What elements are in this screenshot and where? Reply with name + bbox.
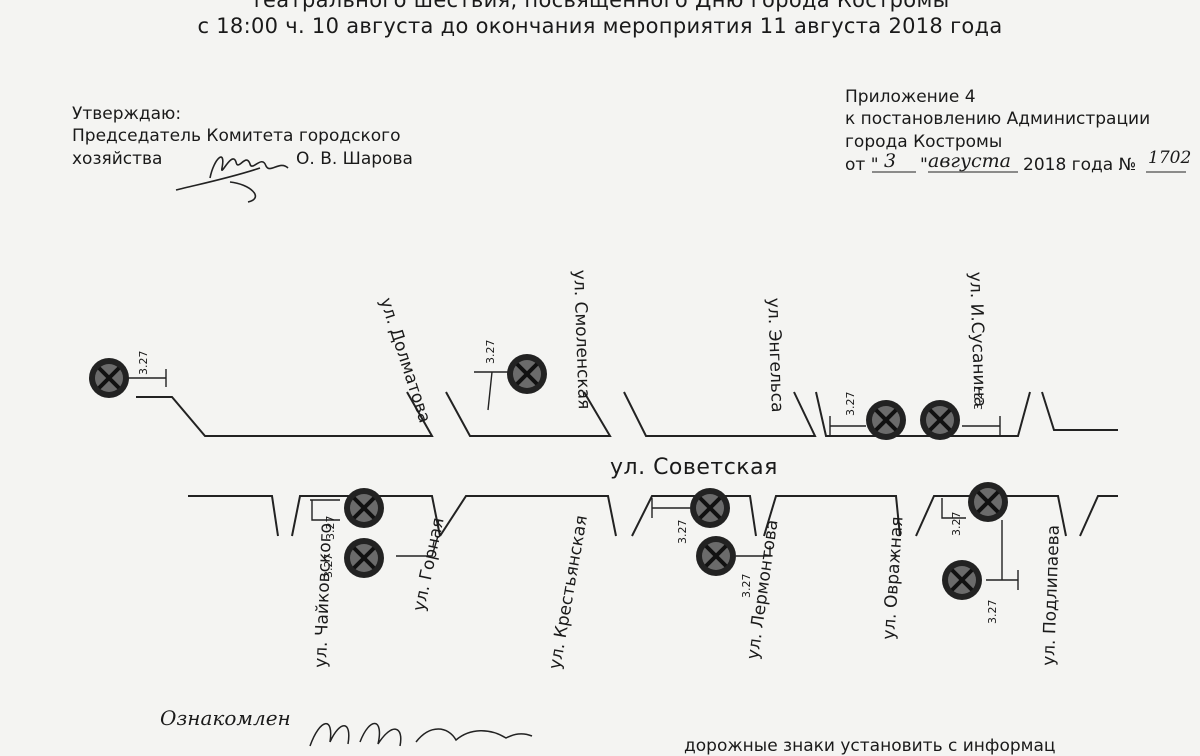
road-edges	[136, 391, 1118, 537]
road-edge-bottom-5	[763, 495, 901, 537]
sign-code-label: 3.27	[950, 512, 963, 537]
approver-name: О. В. Шарова	[296, 149, 413, 169]
header-line-2: с 18:00 ч. 10 августа до окончания мероп…	[197, 14, 1003, 38]
road-edge-top-3	[623, 391, 817, 437]
sign-code-labels: 3.27 3.27 3.27 3.27 3.27 3.27 3.27 3.27 …	[137, 340, 999, 625]
sign-code-label: 3.27	[844, 392, 857, 417]
acquainted-note: Ознакомлен	[160, 706, 291, 730]
street-label-i-susanina: ул. И.Сусанина	[965, 271, 990, 407]
street-label-chaykovskogo: ул. Чайковского	[311, 523, 336, 669]
no-stopping-sign-icon	[344, 538, 384, 578]
approval-title: Утверждаю:	[72, 104, 182, 124]
street-label-smolenskaya: ул. Смоленская	[569, 269, 594, 409]
road-edge-bottom-7	[1079, 495, 1118, 537]
top-street-labels: ул. Долматова ул. Смоленская ул. Энгельс…	[375, 269, 989, 425]
road-edge-bottom-3	[439, 495, 617, 537]
approval-position-cont: хозяйства	[72, 149, 163, 169]
sign-code-label: 3.27	[137, 351, 150, 376]
appendix-year: 2018 года №	[1023, 155, 1137, 175]
street-label-gornaya: ул. Горная	[409, 516, 448, 613]
no-stopping-sign-icon	[696, 536, 736, 576]
road-edge-top-2	[445, 391, 612, 437]
appendix-from-label: от "	[845, 155, 879, 175]
road-edge-top-5	[1041, 391, 1118, 431]
no-stopping-sign-icon	[920, 400, 960, 440]
appendix-day: 3	[884, 150, 897, 172]
sign-code-label: 3.27	[324, 516, 337, 541]
no-stopping-sign-icon	[942, 560, 982, 600]
main-street-label: ул. Советская	[610, 455, 778, 480]
appendix-number: 1702	[1148, 148, 1192, 168]
appendix-title: Приложение 4	[845, 87, 976, 107]
appendix-month: августа	[928, 150, 1011, 172]
no-stopping-sign-icon	[866, 400, 906, 440]
street-label-dolmatova: ул. Долматова	[375, 295, 434, 425]
sign-code-label: 3.27	[740, 574, 753, 599]
appendix-quote: "	[920, 155, 928, 175]
sign-code-label: 3.27	[322, 554, 335, 579]
no-stopping-sign-icon	[507, 354, 547, 394]
sign-code-label: 3.27	[484, 340, 497, 365]
appendix-city: города Костромы	[845, 132, 1003, 152]
road-edge-bottom-1	[188, 495, 279, 537]
street-label-ovrazhnaya: ул. Овражная	[879, 516, 908, 641]
street-label-engelsa: ул. Энгельса	[763, 297, 787, 412]
acquainted-signature	[309, 722, 533, 747]
road-edge-top-4	[815, 391, 1031, 437]
bottom-street-labels: ул. Чайковского ул. Горная ул. Крестьянс…	[311, 514, 1064, 671]
no-stopping-sign-icon	[344, 488, 384, 528]
no-stopping-signs	[89, 354, 1008, 600]
sign-code-label: 3.27	[986, 600, 999, 625]
appendix-underlines	[872, 171, 1186, 173]
no-stopping-sign-icon	[690, 488, 730, 528]
sign-posts	[128, 369, 1019, 590]
street-label-podlipaeva: ул. Подлипаева	[1039, 525, 1064, 667]
sign-code-label: 3.27	[972, 386, 985, 411]
approval-position: Председатель Комитета городского	[72, 126, 401, 146]
appendix-resolution: к постановлению Администрации	[845, 109, 1151, 129]
header-line-1: театрального шествия, посвященного Дню г…	[250, 0, 950, 12]
no-stopping-sign-icon	[89, 358, 129, 398]
no-stopping-sign-icon	[968, 482, 1008, 522]
road-edge-top-1	[136, 391, 434, 437]
street-label-krestyanskaya: ул. Крестьянская	[545, 514, 592, 671]
sign-code-label: 3.27	[676, 520, 689, 545]
footer-note: дорожные знаки установить с информац	[684, 736, 1056, 756]
approver-signature	[175, 156, 289, 203]
